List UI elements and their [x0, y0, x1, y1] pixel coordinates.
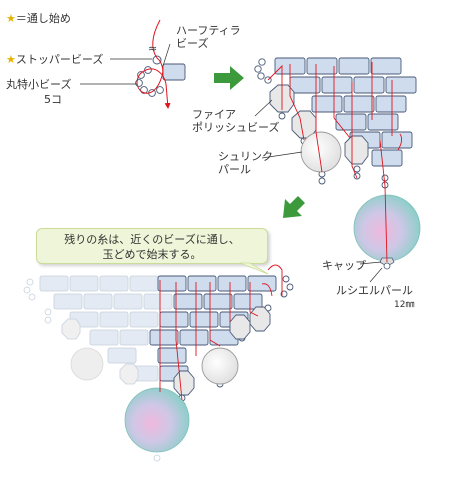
shrink-pearl-label: シュリンク パール	[218, 150, 273, 176]
star-icon: ★	[6, 53, 16, 66]
step3-diagram	[23, 264, 294, 462]
legend-stopper: ★ストッパービーズ	[6, 53, 104, 66]
fire-polish-label: ファイア ポリッシュビーズ	[192, 108, 280, 134]
callout-line-1: 残りの糸は、近くのビーズに通し、	[64, 233, 240, 246]
lucielle-size-label: 12㎜	[394, 300, 415, 310]
legend-start: ★＝通し始め	[6, 12, 71, 25]
round-seed-label: 丸特小ビーズ	[6, 78, 72, 91]
cap-label: キャップ	[322, 259, 366, 272]
lucielle-pearl-label: ルシエルパール	[336, 284, 413, 297]
step1-diagram: ≈	[135, 19, 186, 109]
round-seed-count: 5コ	[44, 93, 62, 106]
arrow-step2-to-step3	[283, 196, 305, 218]
instruction-callout: 残りの糸は、近くのビーズに通し、 玉どめで始末する。	[36, 228, 268, 264]
arrow-step1-to-step2	[214, 66, 244, 90]
star-icon: ★	[6, 12, 16, 25]
svg-text:≈: ≈	[148, 42, 157, 55]
callout-line-2: 玉どめで始末する。	[102, 248, 202, 261]
half-tila-label: ハーフティラ ビーズ	[176, 24, 241, 50]
step2-diagram	[254, 57, 421, 270]
